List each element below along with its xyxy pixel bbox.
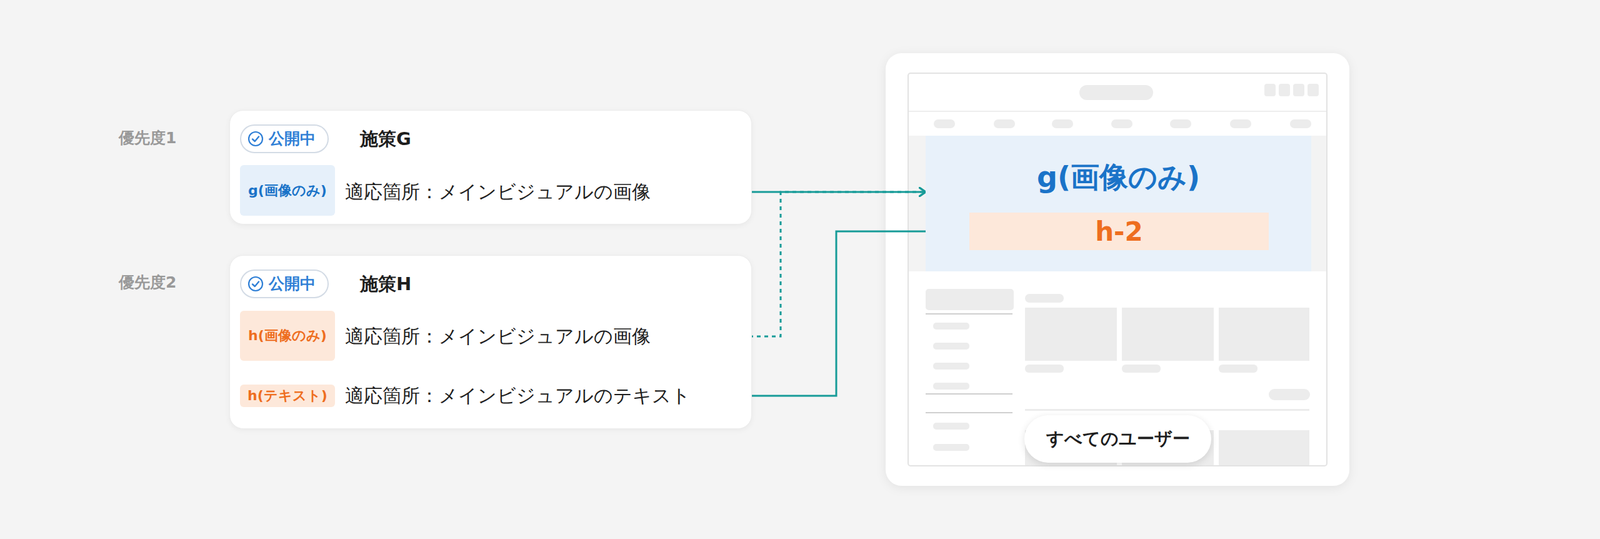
priority-label: 優先度1 bbox=[118, 127, 177, 149]
content-title bbox=[1025, 293, 1064, 303]
check-icon bbox=[247, 275, 264, 292]
sidebar-item bbox=[933, 422, 970, 430]
hero-ground bbox=[908, 135, 1327, 272]
sidebar-divider bbox=[925, 313, 1013, 315]
audience-pill: すべてのユーザー bbox=[1024, 415, 1212, 463]
node-text: 施策G bbox=[360, 127, 412, 150]
nav-item bbox=[1051, 119, 1074, 129]
node-text: 適応箇所：メインビジュアルの画像 bbox=[342, 180, 651, 203]
node-text: h-2 bbox=[1095, 216, 1144, 247]
node-text: h(画像のみ) bbox=[248, 326, 327, 345]
variant-tag: h(画像のみ) bbox=[240, 310, 335, 361]
nav-item bbox=[1230, 119, 1252, 129]
nav-item bbox=[1111, 119, 1133, 129]
node-text: すべてのユーザー bbox=[1046, 426, 1190, 451]
sidebar-lines bbox=[925, 313, 1013, 465]
nav-item bbox=[933, 119, 955, 129]
node-text: g(画像のみ) bbox=[925, 158, 1312, 196]
node-text: 適応箇所：メインビジュアルの画像 bbox=[342, 325, 651, 347]
node-text: 適応箇所：メインビジュアルのテキスト bbox=[342, 384, 691, 407]
status-badge: 公開中 bbox=[240, 269, 329, 299]
nav-items bbox=[933, 119, 1312, 129]
policy-card: 施策H 公開中 h(画像のみ) 適応箇所：メインビジュアルの画像 h(テキスト) 適応箇所… bbox=[229, 255, 752, 429]
window-buttons bbox=[1264, 83, 1319, 97]
sidebar-item bbox=[933, 342, 970, 350]
target-row: 適応箇所：メインビジュアルの画像 bbox=[342, 320, 660, 352]
variant-tag: g(画像のみ) bbox=[240, 165, 335, 216]
target-row: 適応箇所：メインビジュアルのテキスト bbox=[342, 380, 700, 412]
hero-region: g(画像のみ) h-2 bbox=[925, 135, 1312, 272]
browser-frame bbox=[908, 73, 1327, 466]
sidebar-item bbox=[933, 382, 970, 390]
node-text: g(画像のみ) bbox=[248, 181, 327, 200]
sidebar-item bbox=[933, 443, 970, 451]
nav-item bbox=[993, 119, 1015, 129]
sidebar-divider bbox=[925, 393, 1013, 395]
node-text: 施策H bbox=[360, 272, 412, 295]
target-row: 適応箇所：メインビジュアルの画像 bbox=[342, 176, 660, 208]
node-text: h(テキスト) bbox=[247, 386, 328, 405]
sidebar-item bbox=[933, 362, 970, 370]
nav-item bbox=[1290, 119, 1312, 129]
check-icon bbox=[247, 130, 264, 147]
text-band: h-2 bbox=[969, 212, 1269, 250]
page-content bbox=[908, 135, 1327, 465]
content-grid bbox=[1025, 307, 1310, 465]
header-divider bbox=[908, 110, 1327, 112]
sidebar-divider bbox=[925, 411, 1013, 414]
policy-card: 施策G 公開中 g(画像のみ) 適応箇所：メインビジュアルの画像 bbox=[229, 110, 752, 225]
address-bar bbox=[1079, 85, 1154, 100]
sidebar-head bbox=[925, 288, 1014, 310]
priority-label: 優先度2 bbox=[118, 271, 177, 293]
node-text: 公開中 bbox=[268, 274, 316, 294]
browser-window bbox=[885, 53, 1350, 486]
node-text: 公開中 bbox=[268, 129, 316, 149]
variant-tag: h(テキスト) bbox=[240, 384, 335, 407]
status-badge: 公開中 bbox=[240, 124, 329, 154]
sidebar-item bbox=[933, 322, 970, 330]
nav-item bbox=[1170, 119, 1192, 129]
